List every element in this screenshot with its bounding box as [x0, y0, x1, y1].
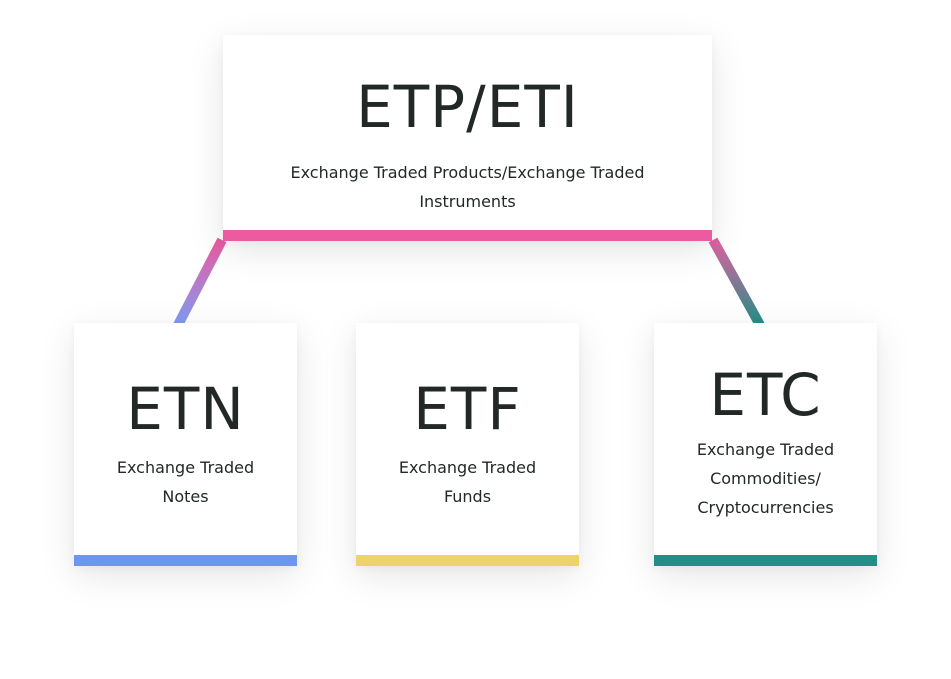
etc-title: ETC	[709, 361, 822, 429]
connector-etn	[173, 237, 227, 328]
etc-card: ETC Exchange Traded Commodities/ Cryptoc…	[654, 323, 877, 566]
etp-eti-description: Exchange Traded Products/Exchange Traded…	[290, 163, 645, 211]
connector-etc	[708, 237, 765, 328]
etn-accent-bar	[74, 555, 297, 566]
etc-description: Exchange Traded Commodities/ Cryptocurre…	[696, 440, 835, 517]
etn-description: Exchange Traded Notes	[116, 458, 255, 506]
etf-accent-bar	[356, 555, 579, 566]
etf-title: ETF	[413, 375, 522, 443]
etp-eti-title: ETP/ETI	[356, 73, 579, 141]
etf-description: Exchange Traded Funds	[398, 458, 537, 506]
etn-card: ETN Exchange Traded Notes	[74, 323, 297, 566]
etn-title: ETN	[126, 375, 245, 443]
etf-card: ETF Exchange Traded Funds	[356, 323, 579, 566]
etc-accent-bar	[654, 555, 877, 566]
etp-eti-accent-bar	[223, 230, 712, 241]
etp-eti-card: ETP/ETI Exchange Traded Products/Exchang…	[223, 35, 712, 241]
